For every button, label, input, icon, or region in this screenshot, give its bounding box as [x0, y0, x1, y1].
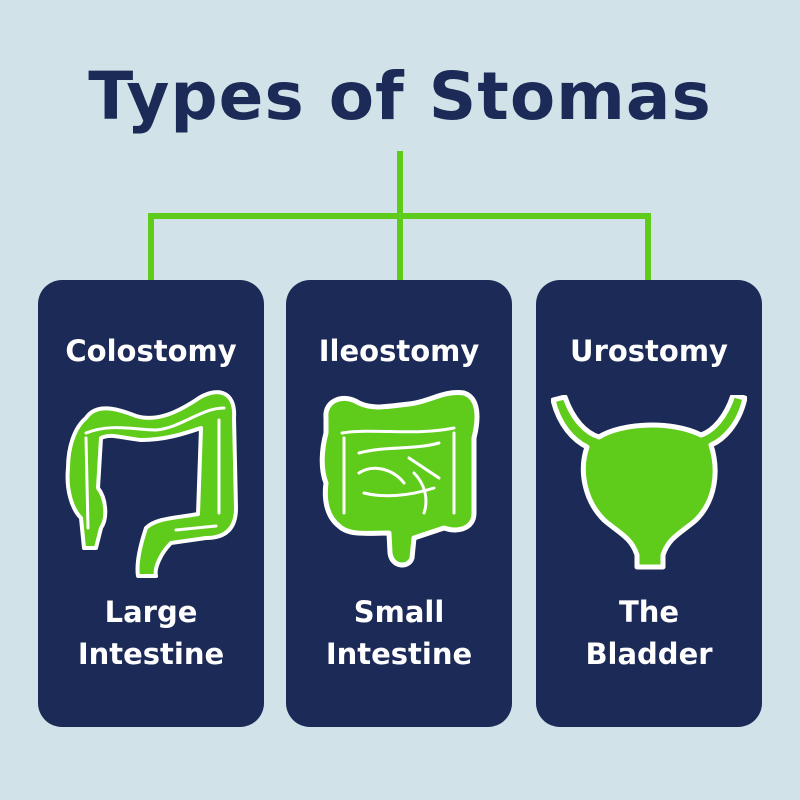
page-title: Types of Stomas — [88, 58, 712, 135]
card-urostomy: Urostomy The Bladder — [536, 280, 762, 727]
card-ileostomy: Ileostomy Small Intestine — [286, 280, 512, 727]
card-heading: Colostomy — [65, 334, 237, 368]
bladder-icon — [551, 395, 747, 570]
card-colostomy: Colostomy Large Intestine — [38, 280, 264, 727]
card-label: Large Intestine — [77, 595, 225, 671]
card-label: Small Intestine — [325, 595, 473, 671]
small-intestine-icon — [319, 390, 480, 568]
connector-left-branch — [148, 213, 154, 281]
connector-crossbar — [148, 213, 651, 219]
connector-right-branch — [645, 213, 651, 281]
card-label: The Bladder — [585, 595, 713, 671]
large-intestine-icon — [65, 390, 238, 578]
card-heading: Ileostomy — [318, 334, 480, 368]
card-heading: Urostomy — [570, 334, 728, 368]
